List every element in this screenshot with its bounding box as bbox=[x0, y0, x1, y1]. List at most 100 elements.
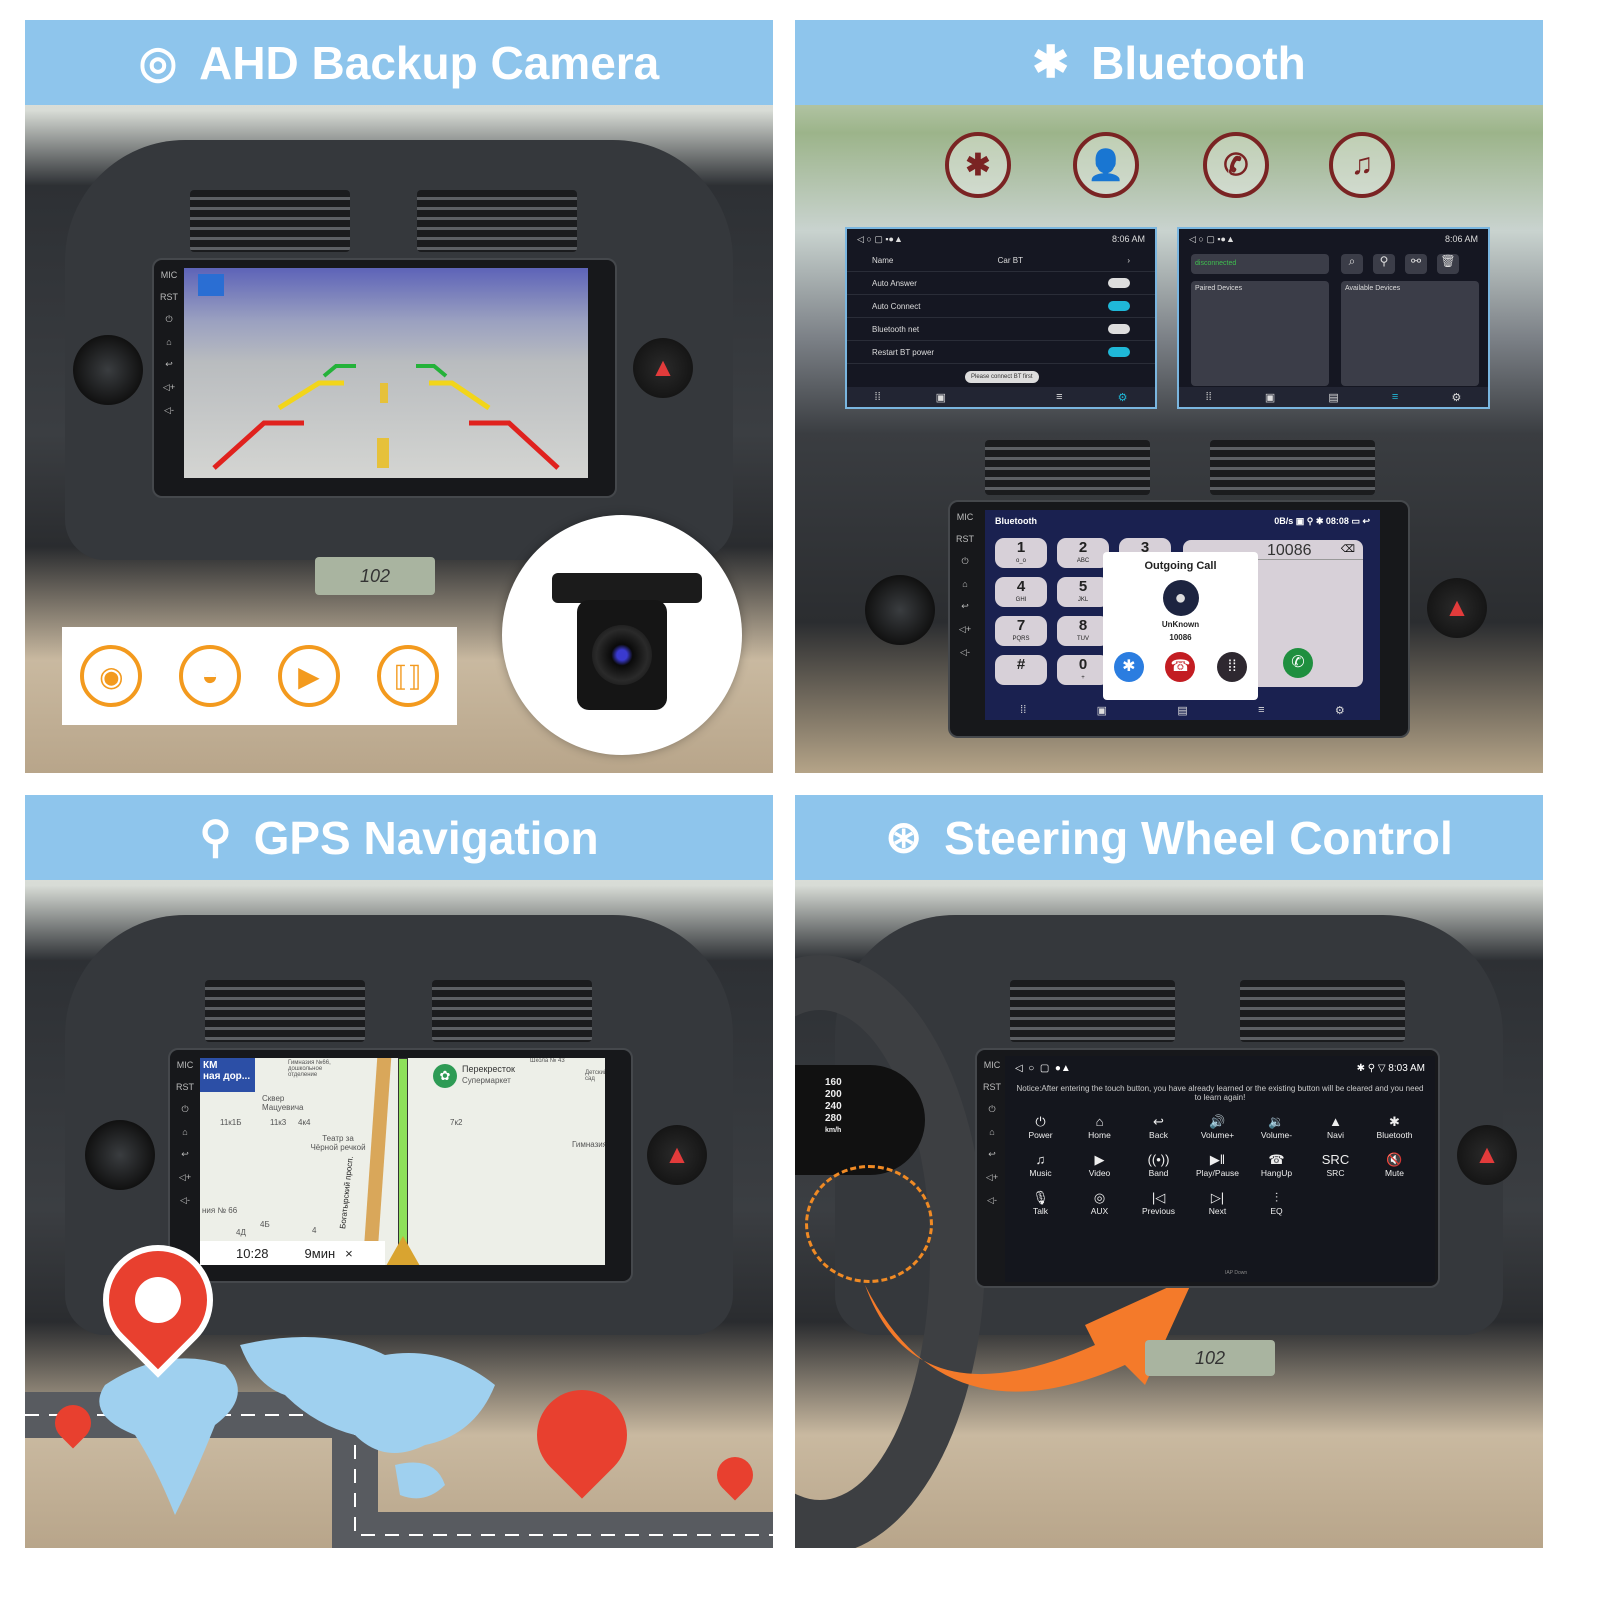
dial-key-hash[interactable]: # bbox=[995, 655, 1047, 685]
back-icon[interactable]: ↩ bbox=[988, 1149, 996, 1159]
vol-up-icon[interactable]: ◁+ bbox=[958, 624, 972, 634]
hang-up-button[interactable]: ☎ bbox=[1165, 652, 1196, 682]
call-log-icon[interactable]: ▤ bbox=[1177, 704, 1188, 717]
home-icon[interactable]: ⌂ bbox=[989, 1127, 995, 1137]
swc-button-power[interactable]: ⏻Power bbox=[1011, 1114, 1070, 1140]
power-icon[interactable]: ⏻ bbox=[961, 556, 969, 566]
volume-knob bbox=[85, 1120, 155, 1190]
vol-up-icon[interactable]: ◁+ bbox=[178, 1172, 192, 1182]
setting-row-auto-answer[interactable]: Auto Answer bbox=[847, 272, 1155, 295]
vol-down-icon[interactable]: ◁- bbox=[960, 647, 970, 657]
dialpad-icon[interactable]: ⁞⁞ bbox=[1020, 704, 1027, 716]
contacts-icon[interactable]: ▣ bbox=[935, 391, 947, 404]
swc-button-previous[interactable]: |◁Previous bbox=[1129, 1190, 1188, 1216]
search-icon[interactable]: ⌕ bbox=[1341, 254, 1363, 274]
close-route-button[interactable]: × bbox=[345, 1245, 353, 1261]
devices-icon[interactable]: ≡ bbox=[1391, 391, 1399, 403]
swc-button-hangup[interactable]: ☎HangUp bbox=[1247, 1152, 1306, 1178]
home-icon[interactable]: ⌂ bbox=[962, 579, 968, 589]
clock: 8:06 AM bbox=[1444, 234, 1478, 244]
swc-button-bluetooth[interactable]: ✱Bluetooth bbox=[1365, 1114, 1424, 1140]
bluetooth-audio-button[interactable]: ✱ bbox=[1113, 652, 1144, 682]
contact-icon: 👤 bbox=[1073, 132, 1139, 198]
dial-key-0[interactable]: 0+ bbox=[1057, 655, 1109, 685]
trash-icon[interactable]: 🗑 bbox=[1437, 254, 1459, 274]
vol-down-icon[interactable]: ◁- bbox=[180, 1195, 190, 1205]
unlink-icon[interactable]: ⚯ bbox=[1405, 254, 1427, 274]
setting-row-restart[interactable]: Restart BT power bbox=[847, 341, 1155, 364]
back-icon[interactable]: ↩ bbox=[181, 1149, 189, 1159]
link-icon[interactable]: ⚲ bbox=[1373, 254, 1395, 274]
eye-icon: ◉ bbox=[80, 645, 143, 707]
home-icon[interactable]: ⌂ bbox=[166, 337, 172, 347]
toggle[interactable] bbox=[1108, 301, 1130, 311]
back-icon[interactable]: ↩ bbox=[961, 601, 969, 611]
back-icon[interactable]: ↩ bbox=[165, 359, 173, 369]
supermarket-icon: ✿ bbox=[433, 1064, 457, 1088]
swc-icon: ⫶ bbox=[1274, 1190, 1279, 1205]
footer-text: IAP Down bbox=[1225, 1270, 1248, 1276]
call-button[interactable]: ✆ bbox=[1283, 648, 1313, 678]
dialpad-icon[interactable]: ⁞⁞ bbox=[1205, 391, 1212, 403]
camera-view bbox=[184, 268, 588, 478]
vol-down-icon[interactable]: ◁- bbox=[164, 405, 174, 415]
swc-label: Music bbox=[1029, 1168, 1052, 1178]
toggle[interactable] bbox=[1108, 347, 1130, 357]
swc-button-navi[interactable]: ▲Navi bbox=[1306, 1114, 1365, 1140]
toggle[interactable] bbox=[1108, 324, 1130, 334]
settings-icon[interactable]: ⚙ bbox=[1117, 391, 1128, 404]
vol-up-icon[interactable]: ◁+ bbox=[162, 382, 176, 392]
power-icon[interactable]: ⏻ bbox=[165, 314, 173, 324]
vol-up-icon[interactable]: ◁+ bbox=[985, 1172, 999, 1182]
swc-button-volume-[interactable]: 🔉Volume- bbox=[1247, 1114, 1306, 1140]
swc-button-play-pause[interactable]: ▶‖Play/Pause bbox=[1188, 1152, 1247, 1178]
swc-button-band[interactable]: ((•))Band bbox=[1129, 1152, 1188, 1178]
vol-down-icon[interactable]: ◁- bbox=[987, 1195, 997, 1205]
nav-icons: ◁ ○ ▢ ▪●▲ bbox=[1189, 233, 1235, 244]
list-icon[interactable]: ≡ bbox=[1056, 391, 1063, 403]
swc-button-talk[interactable]: 🎙Talk bbox=[1011, 1190, 1070, 1216]
paired-devices-list[interactable]: Paired Devices bbox=[1191, 281, 1329, 386]
power-icon[interactable]: ⏻ bbox=[988, 1104, 996, 1114]
swc-button-eq[interactable]: ⫶EQ bbox=[1247, 1190, 1306, 1216]
swc-button-home[interactable]: ⌂Home bbox=[1070, 1114, 1129, 1140]
avatar: ● bbox=[1162, 580, 1199, 616]
net-speed: 0B/s bbox=[1274, 515, 1294, 526]
swc-button-video[interactable]: ▶Video bbox=[1070, 1152, 1129, 1178]
swc-icon: ▷| bbox=[1210, 1190, 1225, 1205]
swc-button-aux[interactable]: ◎AUX bbox=[1070, 1190, 1129, 1216]
list-icon[interactable]: ≡ bbox=[1258, 704, 1265, 716]
swc-button-mute[interactable]: 🔇Mute bbox=[1365, 1152, 1424, 1178]
settings-icon[interactable]: ⚙ bbox=[1451, 391, 1462, 404]
bt-devices-screen: ◁ ○ ▢ ▪●▲8:06 AM disconnected ⌕ ⚲ ⚯ 🗑 Pa… bbox=[1177, 227, 1490, 409]
dialpad-icon[interactable]: ⁞⁞ bbox=[874, 391, 881, 403]
volume-knob bbox=[73, 335, 143, 405]
setting-row-bluetooth-net[interactable]: Bluetooth net bbox=[847, 318, 1155, 341]
available-devices-list[interactable]: Available Devices bbox=[1341, 281, 1479, 386]
dialed-number: 10086 bbox=[1183, 540, 1363, 560]
swc-button-next[interactable]: ▷|Next bbox=[1188, 1190, 1247, 1216]
power-icon[interactable]: ⏻ bbox=[181, 1104, 189, 1114]
keypad-button[interactable]: ⁞⁞ bbox=[1217, 652, 1248, 682]
contacts-icon[interactable]: ▣ bbox=[1264, 391, 1276, 404]
call-log-icon[interactable]: ▤ bbox=[1328, 391, 1339, 404]
map-label: 4Д bbox=[236, 1228, 246, 1237]
settings-icon[interactable]: ⚙ bbox=[1334, 704, 1345, 717]
setting-row-auto-connect[interactable]: Auto Connect bbox=[847, 295, 1155, 318]
backspace-icon[interactable]: ⌫ bbox=[1340, 544, 1355, 555]
swc-button-music[interactable]: ♫Music bbox=[1011, 1152, 1070, 1178]
contacts-icon[interactable]: ▣ bbox=[1096, 704, 1108, 717]
swc-button-back[interactable]: ↩Back bbox=[1129, 1114, 1188, 1140]
toggle[interactable] bbox=[1108, 278, 1130, 288]
swc-button-volume-[interactable]: 🔊Volume+ bbox=[1188, 1114, 1247, 1140]
home-icon[interactable]: ⌂ bbox=[182, 1127, 188, 1137]
